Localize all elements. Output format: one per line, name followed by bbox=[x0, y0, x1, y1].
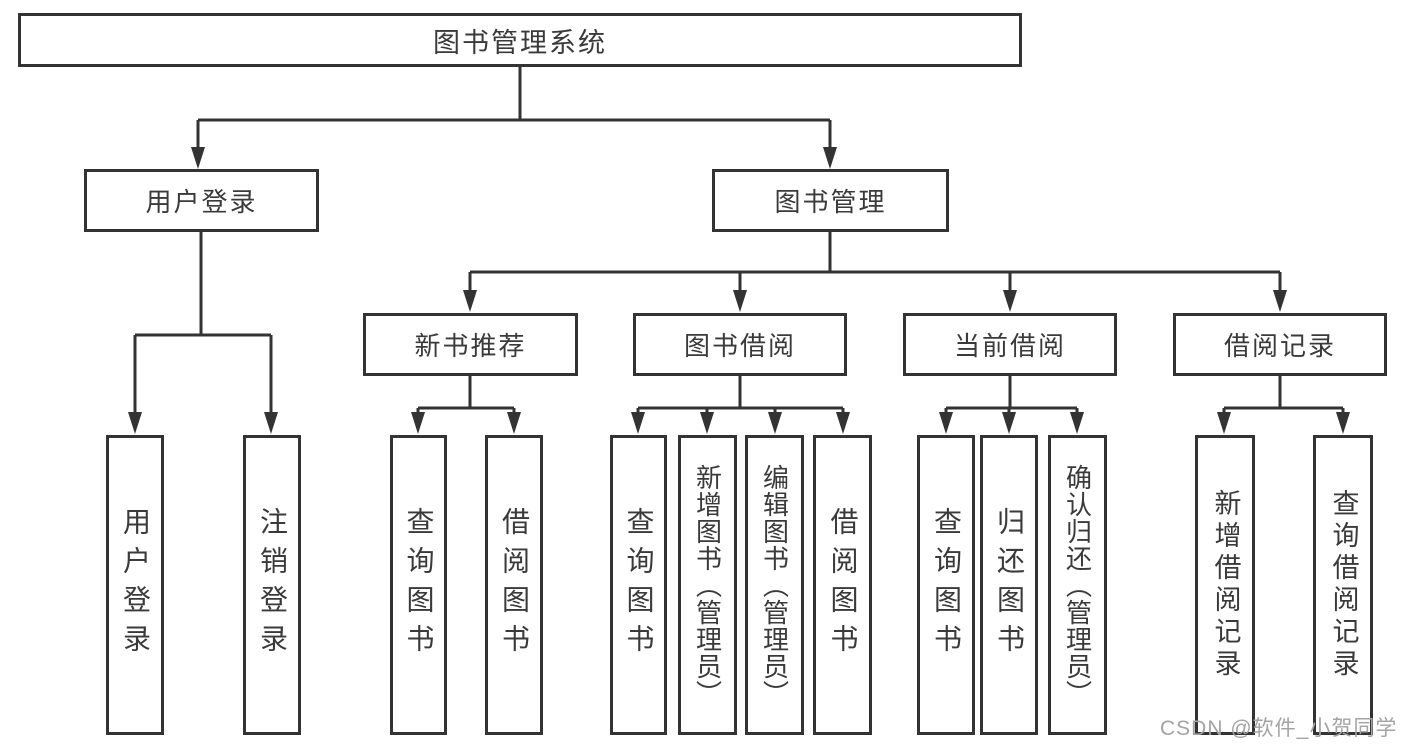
node-borrowing-records: 借阅记录 bbox=[1173, 313, 1387, 376]
node-label: 查询图书 bbox=[403, 507, 435, 663]
node-label: 用户登录 bbox=[145, 187, 258, 217]
node-label: 图书管理 bbox=[774, 187, 887, 217]
leaf-borrowing-add-books-admin: 新增图书（管理员） bbox=[678, 435, 737, 735]
leaf-records-query-record: 查询借阅记录 bbox=[1313, 435, 1373, 735]
node-book-management: 图书管理 bbox=[712, 169, 949, 232]
node-new-book-recommend: 新书推荐 bbox=[363, 313, 578, 376]
csdn-watermark: CSDN @软件_小贺同学 bbox=[1160, 717, 1398, 740]
node-current-borrowing: 当前借阅 bbox=[903, 313, 1117, 376]
node-label: 查询图书 bbox=[931, 507, 962, 663]
node-label: 新增图书（管理员） bbox=[692, 463, 723, 707]
node-label: 新书推荐 bbox=[414, 331, 527, 361]
node-label: 归还图书 bbox=[994, 507, 1025, 663]
node-label: 借阅记录 bbox=[1223, 331, 1336, 361]
leaf-current-confirm-return-admin: 确认归还（管理员） bbox=[1048, 435, 1107, 735]
leaf-records-add-record: 新增借阅记录 bbox=[1195, 435, 1255, 735]
leaf-borrowing-borrow-books: 借阅图书 bbox=[813, 435, 872, 735]
leaf-borrowing-edit-books-admin: 编辑图书（管理员） bbox=[745, 435, 804, 735]
leaf-user-login: 用户登录 bbox=[106, 435, 164, 735]
node-root: 图书管理系统 bbox=[18, 13, 1022, 67]
leaf-recommend-query-books: 查询图书 bbox=[390, 435, 447, 735]
leaf-logout-login: 注销登录 bbox=[243, 435, 301, 735]
node-label: 借阅图书 bbox=[499, 507, 530, 663]
node-book-borrowing: 图书借阅 bbox=[633, 313, 847, 376]
node-label: 借阅图书 bbox=[827, 507, 859, 663]
node-label: 当前借阅 bbox=[953, 331, 1066, 361]
node-label: 新增借阅记录 bbox=[1210, 489, 1241, 681]
leaf-current-return-books: 归还图书 bbox=[980, 435, 1038, 735]
node-user-login: 用户登录 bbox=[84, 169, 319, 232]
node-label: 查询借阅记录 bbox=[1328, 489, 1359, 681]
node-label: 注销登录 bbox=[257, 507, 288, 663]
leaf-borrowing-query-books: 查询图书 bbox=[610, 435, 667, 735]
node-label: 确认归还（管理员） bbox=[1062, 463, 1093, 707]
node-label: 图书管理系统 bbox=[433, 27, 607, 58]
node-label: 编辑图书（管理员） bbox=[759, 463, 790, 707]
leaf-current-query-books: 查询图书 bbox=[917, 435, 975, 735]
leaf-recommend-borrow-books: 借阅图书 bbox=[485, 435, 543, 735]
node-label: 查询图书 bbox=[623, 507, 655, 663]
node-label: 用户登录 bbox=[120, 507, 151, 663]
node-label: 图书借阅 bbox=[683, 331, 796, 361]
